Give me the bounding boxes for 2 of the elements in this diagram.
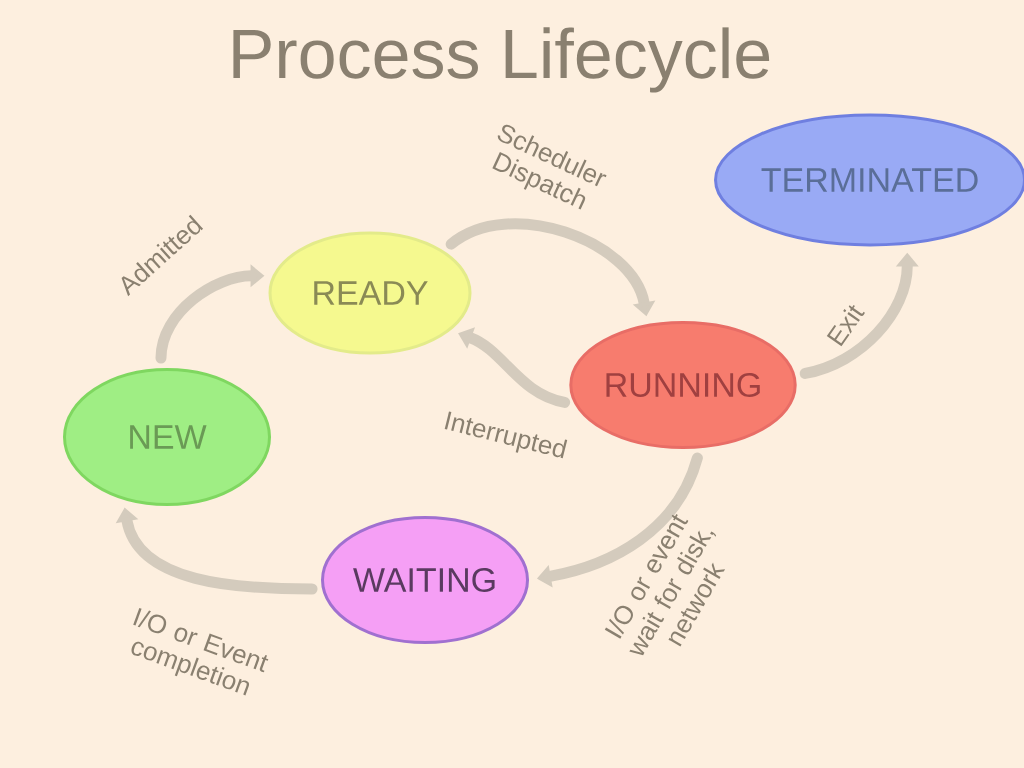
title: Process Lifecycle [233, 27, 770, 93]
edge-label: Exit [826, 305, 865, 347]
